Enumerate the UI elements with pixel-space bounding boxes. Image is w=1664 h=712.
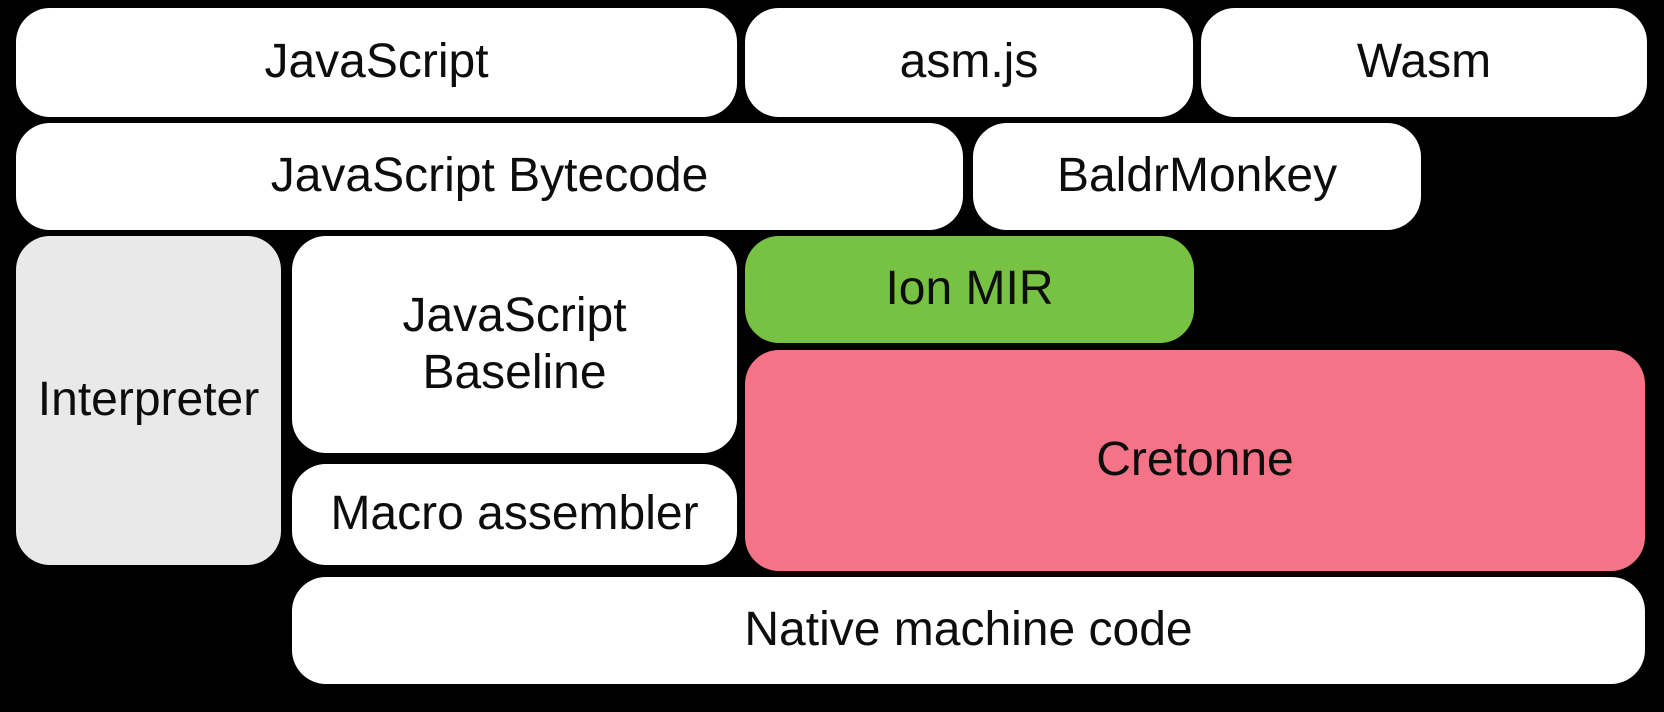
node-javascript-label: JavaScript: [264, 35, 489, 89]
node-baldrmonkey-label: BaldrMonkey: [1056, 149, 1338, 203]
node-interpreter-label: Interpreter: [37, 373, 260, 427]
node-native-machine-code-label: Native machine code: [744, 603, 1193, 657]
node-cretonne-label: Cretonne: [1096, 433, 1294, 487]
node-asmjs: asm.js: [745, 8, 1193, 117]
node-javascript-baseline: JavaScript Baseline: [292, 236, 737, 453]
node-javascript-bytecode: JavaScript Bytecode: [16, 123, 963, 230]
node-macro-assembler-label: Macro assembler: [330, 487, 699, 541]
node-macro-assembler: Macro assembler: [292, 464, 737, 565]
node-wasm: Wasm: [1201, 8, 1647, 117]
node-javascript-baseline-line2: Baseline: [422, 345, 607, 399]
node-wasm-label: Wasm: [1356, 35, 1492, 89]
node-ion-mir: Ion MIR: [745, 236, 1194, 343]
node-cretonne: Cretonne: [745, 350, 1645, 571]
node-native-machine-code: Native machine code: [292, 577, 1645, 684]
node-ion-mir-label: Ion MIR: [885, 262, 1054, 316]
node-baldrmonkey: BaldrMonkey: [973, 123, 1421, 230]
node-javascript-baseline-line1: JavaScript: [402, 289, 627, 343]
node-asmjs-label: asm.js: [899, 35, 1039, 89]
node-javascript: JavaScript: [16, 8, 737, 117]
node-javascript-bytecode-label: JavaScript Bytecode: [270, 149, 709, 203]
node-interpreter: Interpreter: [16, 236, 281, 565]
